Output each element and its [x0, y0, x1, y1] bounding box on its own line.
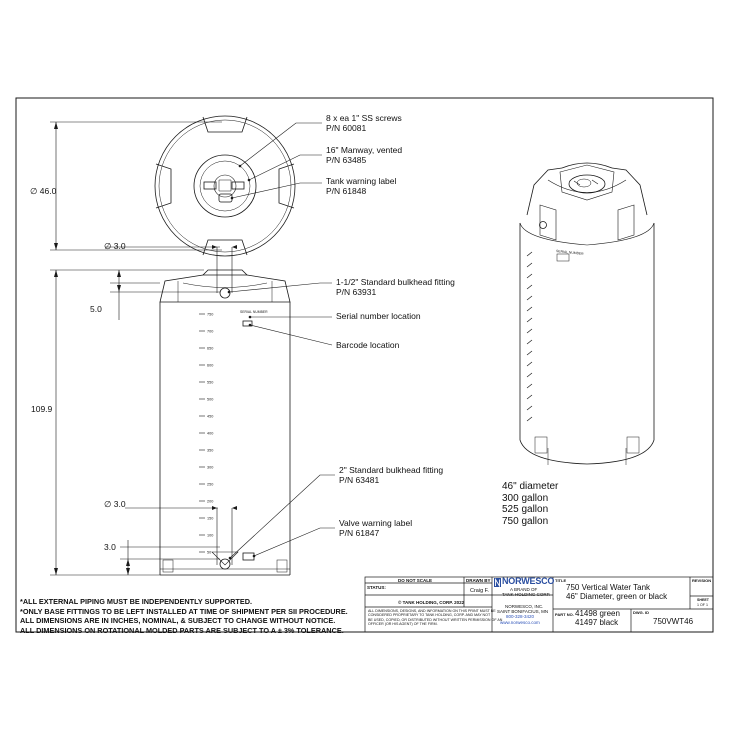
tank-warning-callout-pn: P/N 61848: [326, 186, 367, 196]
gauge-600: 600: [207, 364, 213, 368]
company-website[interactable]: www.norwesco.com: [500, 620, 540, 625]
gauge-500: 500: [207, 398, 213, 402]
norwesco-logo-icon: [494, 577, 501, 588]
screws-callout: 8 x ea 1" SS screws P/N 60081: [326, 113, 402, 133]
disclaimer-line-4: OFFICER (OR HIS AGENT) OF THE FIRM.: [368, 622, 438, 627]
barcode-location-callout: Barcode location: [336, 340, 400, 350]
gauge-200: 200: [207, 500, 213, 504]
brand-sub-1: A BRAND OF: [510, 587, 538, 592]
dimension-lines: [50, 121, 233, 576]
screws-callout-name: 8 x ea 1" SS screws: [326, 113, 402, 123]
serial-label-iso: SERIAL NUMBER: [556, 249, 584, 256]
manway-callout-pn: P/N 63485: [326, 155, 367, 165]
bulkhead-bottom-callout-name: 2" Standard bulkhead fitting: [339, 465, 444, 475]
gauge-250: 250: [207, 483, 213, 487]
gauge-150: 150: [207, 517, 213, 521]
revision-label: REVISION: [692, 578, 712, 583]
drawn-by-label: DRAWN BY: [466, 578, 491, 583]
company-city: SAINT BONIFACIUS, MN: [497, 609, 549, 614]
drawing-notes: *ALL EXTERNAL PIPING MUST BE INDEPENDENT…: [20, 597, 348, 635]
gauge-50: 50: [207, 551, 211, 555]
dim-top-fitting-dia: ∅ 3.0: [104, 241, 126, 251]
title-label: TITLE: [555, 578, 567, 583]
tank-warning-callout-name: Tank warning label: [326, 176, 397, 186]
company-phone[interactable]: 800-328-3420: [506, 614, 535, 619]
valve-warning-callout-pn: P/N 61847: [339, 528, 380, 538]
spec-750: 750 gallon: [502, 515, 549, 527]
gauge-300: 300: [207, 466, 213, 470]
dimension-arrows: [54, 122, 237, 575]
valve-warning-callout: Valve warning label P/N 61847: [339, 518, 412, 538]
dwg-id: 750VWT46: [653, 617, 694, 626]
part-green: 41498 green: [575, 609, 620, 618]
dim-top-offset: 5.0: [90, 304, 102, 314]
note-2: *ONLY BASE FITTINGS TO BE LEFT INSTALLED…: [20, 606, 348, 616]
bulkhead-top-callout-name: 1-1/2" Standard bulkhead fitting: [336, 277, 455, 287]
sheet-border: [15, 97, 714, 633]
serial-location-callout: Serial number location: [336, 311, 421, 321]
brand-sub-2: TANK HOLDING CORP.: [502, 592, 551, 597]
gauge-ticks: [199, 313, 205, 553]
valve-warning-callout-name: Valve warning label: [339, 518, 413, 528]
brand-name: NORWESCO: [502, 576, 555, 586]
title-block-grid: [364, 576, 714, 633]
tank-isometric-view: [519, 162, 655, 465]
spec-diameter: 46" diameter: [502, 481, 559, 492]
dim-bottom-fitting-dia: ∅ 3.0: [104, 499, 126, 509]
callout-leaders: [228, 122, 335, 559]
disclaimer: ALL DIMENSIONS, DESIGNS, AND INFORMATION…: [368, 609, 502, 627]
spec-300: 300 gallon: [502, 492, 549, 504]
spec-525: 525 gallon: [502, 504, 549, 515]
note-3: ALL DIMENSIONS ARE IN INCHES, NOMINAL, &…: [20, 616, 336, 626]
tank-top-view: [154, 115, 296, 257]
tank-front-view: [159, 269, 291, 576]
sheet-value: 1 OF 1: [697, 603, 708, 607]
iso-gauge-ticks: [526, 251, 533, 422]
dim-bottom-offset: 3.0: [104, 542, 116, 552]
gauge-450: 450: [207, 415, 213, 419]
bulkhead-top-callout-pn: P/N 63931: [336, 287, 377, 297]
bulkhead-top-callout: 1-1/2" Standard bulkhead fitting P/N 639…: [336, 277, 455, 297]
gauge-700: 700: [207, 330, 213, 334]
drawing-title-2: 46" Diameter, green or black: [566, 592, 668, 601]
dim-height: 109.9: [31, 404, 53, 414]
gauge-350: 350: [207, 449, 213, 453]
gauge-100: 100: [207, 534, 213, 538]
sheet-label: SHEET: [697, 598, 709, 602]
company-name: NORWESCO, INC.: [505, 604, 544, 609]
bulkhead-bottom-callout: 2" Standard bulkhead fitting P/N 63481: [339, 465, 443, 485]
gauge-numbers: 750 700 650 600 550 500 450 400 350 300 …: [207, 249, 584, 554]
copyright: © TANK HOLDING, CORP. 2022: [398, 600, 465, 605]
manway-callout: 16" Manway, vented P/N 63485: [326, 145, 402, 165]
gauge-400: 400: [207, 432, 213, 436]
part-black: 41497 black: [575, 618, 619, 627]
gauge-750: 750: [207, 313, 213, 317]
bulkhead-bottom-callout-pn: P/N 63481: [339, 475, 380, 485]
disclaimer-line-3: BE USED, COPIED, OR DISTRIBUTED WITHOUT …: [368, 617, 503, 622]
disclaimer-line-1: ALL DIMENSIONS, DESIGNS, AND INFORMATION…: [368, 609, 496, 613]
dwg-id-label: DWG. ID: [633, 610, 649, 615]
gauge-650: 650: [207, 347, 213, 351]
tank-warning-callout: Tank warning label P/N 61848: [326, 176, 396, 196]
disclaimer-line-2: CONSIDERED PROPRIETARY TO TANK HOLDING, …: [368, 613, 491, 618]
note-4: ALL DIMENSIONS ON ROTATIONAL MOLDED PART…: [20, 625, 344, 635]
status-label: STATUS:: [367, 585, 386, 590]
screws-callout-pn: P/N 60081: [326, 123, 367, 133]
do-not-scale: DO NOT SCALE: [398, 578, 433, 583]
note-1: *ALL EXTERNAL PIPING MUST BE INDEPENDENT…: [20, 597, 253, 606]
manway-callout-name: 16" Manway, vented: [326, 145, 403, 155]
serial-label-front: SERIAL NUMBER: [240, 310, 268, 314]
drawn-by: Craig F.: [470, 588, 489, 594]
drawing-title-1: 750 Vertical Water Tank: [566, 583, 651, 592]
dim-diameter: ∅ 46.0: [30, 186, 57, 196]
gauge-550: 550: [207, 381, 213, 385]
tank-specs: 46" diameter 300 gallon 525 gallon 750 g…: [502, 481, 558, 527]
part-no-label: PART NO.: [555, 612, 574, 617]
